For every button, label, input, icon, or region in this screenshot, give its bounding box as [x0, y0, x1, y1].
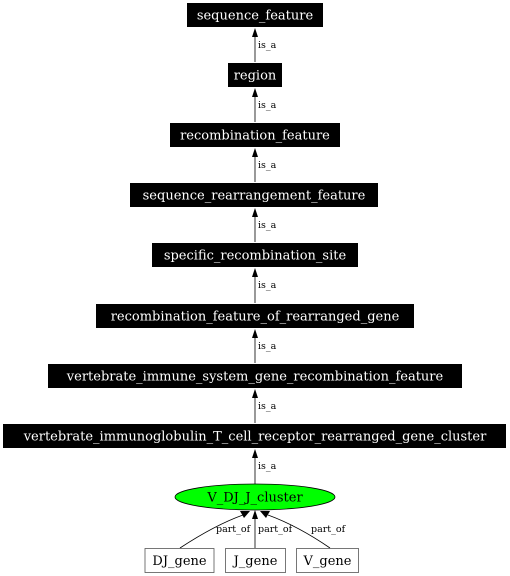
- node-label: specific_recombination_site: [164, 249, 347, 264]
- edge-label: is_a: [258, 461, 277, 472]
- edge-label: is_a: [258, 40, 277, 51]
- node-label: sequence_feature: [197, 9, 314, 24]
- node-label: sequence_rearrangement_feature: [143, 189, 366, 204]
- edge-part-of-dj: part_of: [179, 511, 252, 549]
- node-region[interactable]: region: [228, 63, 282, 87]
- node-label: V_gene: [303, 554, 352, 569]
- node-dj-gene[interactable]: DJ_gene: [144, 548, 215, 573]
- edge-is-a-2: is_a: [252, 88, 277, 122]
- edge-is-a-3: is_a: [252, 148, 277, 182]
- node-label: recombination_feature_of_rearranged_gene: [111, 310, 400, 325]
- edge-label: is_a: [258, 160, 277, 171]
- node-vertebrate-immune-system-gene-recombination-feature[interactable]: vertebrate_immune_system_gene_recombinat…: [48, 364, 462, 388]
- edge-label: is_a: [258, 280, 277, 291]
- node-label: vertebrate_immune_system_gene_recombinat…: [66, 370, 444, 385]
- edge-label: is_a: [258, 220, 277, 231]
- edge-part-of-v: part_of: [260, 511, 347, 549]
- edge-is-a-7: is_a: [252, 389, 277, 423]
- node-label: region: [234, 69, 277, 84]
- node-label: J_gene: [232, 554, 278, 569]
- edge-is-a-8: is_a: [252, 449, 277, 484]
- node-specific-recombination-site[interactable]: specific_recombination_site: [152, 243, 358, 267]
- edge-label: is_a: [258, 401, 277, 412]
- edge-label: part_of: [258, 524, 294, 535]
- edge-label: is_a: [258, 100, 277, 111]
- node-j-gene[interactable]: J_gene: [225, 548, 286, 573]
- edge-is-a-4: is_a: [252, 208, 277, 242]
- node-recombination-feature-of-rearranged-gene[interactable]: recombination_feature_of_rearranged_gene: [96, 304, 414, 328]
- edge-label: is_a: [258, 341, 277, 352]
- edge-is-a-5: is_a: [252, 268, 277, 303]
- node-label: V_DJ_J_cluster: [206, 491, 303, 506]
- edge-is-a-6: is_a: [252, 329, 277, 363]
- edge-is-a-1: is_a: [252, 28, 277, 62]
- node-sequence-feature[interactable]: sequence_feature: [187, 3, 323, 27]
- node-label: recombination_feature: [180, 129, 330, 144]
- node-v-gene[interactable]: V_gene: [296, 548, 359, 573]
- node-label: vertebrate_immunoglobulin_T_cell_recepto…: [23, 430, 487, 445]
- node-vertebrate-immunoglobulin-t-cell-receptor-rearranged-gene-cluster[interactable]: vertebrate_immunoglobulin_T_cell_recepto…: [3, 424, 506, 448]
- node-sequence-rearrangement-feature[interactable]: sequence_rearrangement_feature: [130, 183, 378, 207]
- node-v-dj-j-cluster[interactable]: V_DJ_J_cluster: [174, 483, 336, 511]
- edge-label: part_of: [311, 524, 347, 535]
- edge-part-of-j: part_of: [252, 510, 294, 548]
- node-label: DJ_gene: [152, 554, 207, 569]
- node-recombination-feature[interactable]: recombination_feature: [170, 123, 340, 147]
- edge-label: part_of: [216, 524, 252, 535]
